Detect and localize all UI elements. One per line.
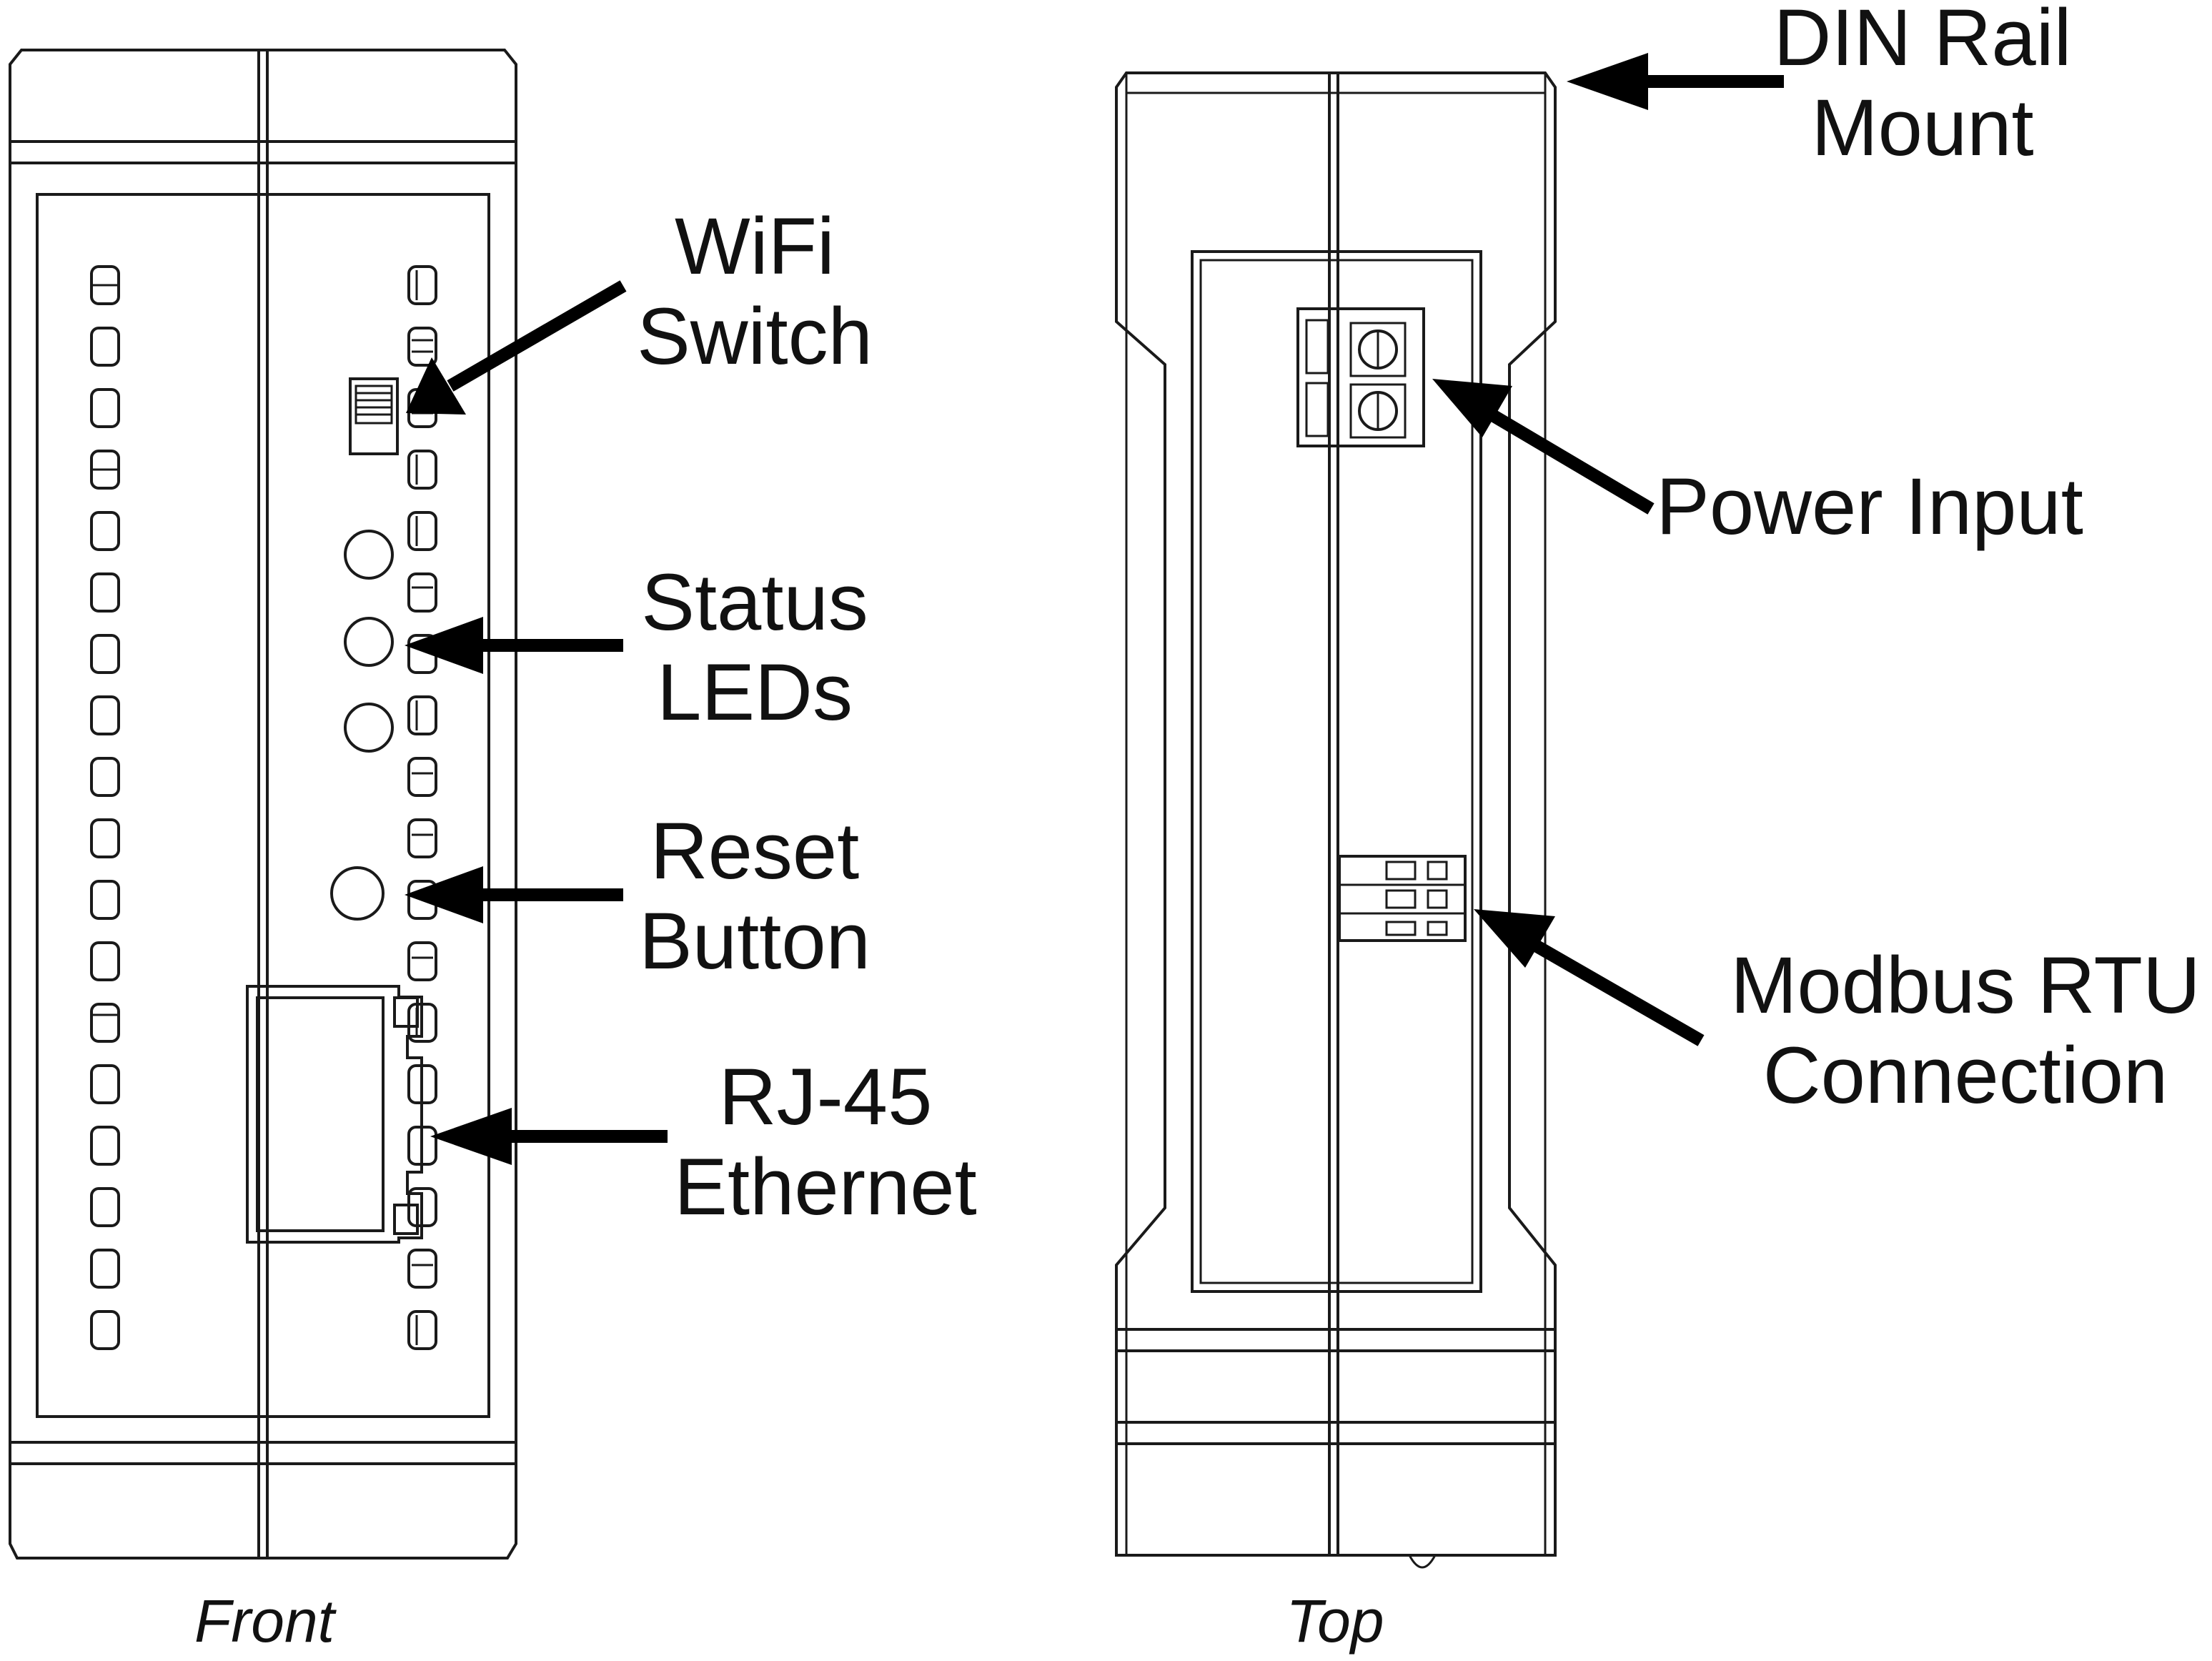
modbus-rtu-arrow — [1474, 909, 1705, 1046]
reset-button-body — [330, 866, 385, 921]
rj45-port-body — [246, 985, 423, 1244]
rj45-ethernet-label-line-1: RJ-45 — [718, 1052, 933, 1141]
reset-button-arrow — [405, 866, 623, 923]
front-view-device — [9, 49, 517, 1560]
top-view-device — [1115, 71, 1557, 1569]
reset-button-label-line-2: Button — [639, 896, 871, 986]
modbus-rtu-terminal — [1338, 855, 1467, 942]
status-leds-arrow — [405, 617, 623, 674]
status-leds-label: Status LEDs — [626, 557, 883, 738]
din-rail-mount-label-line-2: Mount — [1811, 83, 2034, 172]
modbus-rtu-label-line-1: Modbus RTU — [1730, 941, 2201, 1030]
status-leds-label-line-2: LEDs — [657, 648, 853, 737]
modbus-rtu-label-line-2: Connection — [1762, 1031, 2168, 1120]
power-input-arrow — [1432, 379, 1655, 515]
wifi-switch-label-line-2: Switch — [637, 292, 873, 381]
din-rail-mount-arrow — [1567, 53, 1784, 110]
power-input-label: Power Input — [1655, 462, 2084, 552]
top-view-caption: Top — [1286, 1587, 1384, 1655]
front-right-terminal-column — [407, 265, 437, 1350]
rj45-ethernet-arrow — [430, 1108, 668, 1165]
wifi-switch-arrow — [406, 280, 627, 415]
wifi-switch-label-line-1: WiFi — [675, 202, 835, 291]
din-rail-mount-label: DIN Rail Mount — [1765, 0, 2080, 173]
din-rail-mount-label-line-1: DIN Rail — [1773, 0, 2072, 82]
status-led-group — [344, 530, 394, 753]
status-leds-label-line-1: Status — [641, 557, 868, 647]
power-input-label-line-1: Power Input — [1656, 462, 2083, 551]
wifi-switch-label: WiFi Switch — [626, 202, 883, 382]
modbus-rtu-label: Modbus RTU Connection — [1730, 941, 2201, 1121]
reset-button-label-line-1: Reset — [650, 806, 860, 896]
wifi-switch-body — [349, 377, 399, 455]
front-view-caption: Front — [194, 1587, 335, 1655]
rj45-ethernet-label-line-2: Ethernet — [674, 1142, 977, 1231]
power-input-terminal — [1296, 307, 1425, 447]
rj45-ethernet-label: RJ-45 Ethernet — [672, 1052, 979, 1232]
front-left-terminal-column — [90, 265, 120, 1350]
reset-button-label: Reset Button — [626, 806, 883, 986]
